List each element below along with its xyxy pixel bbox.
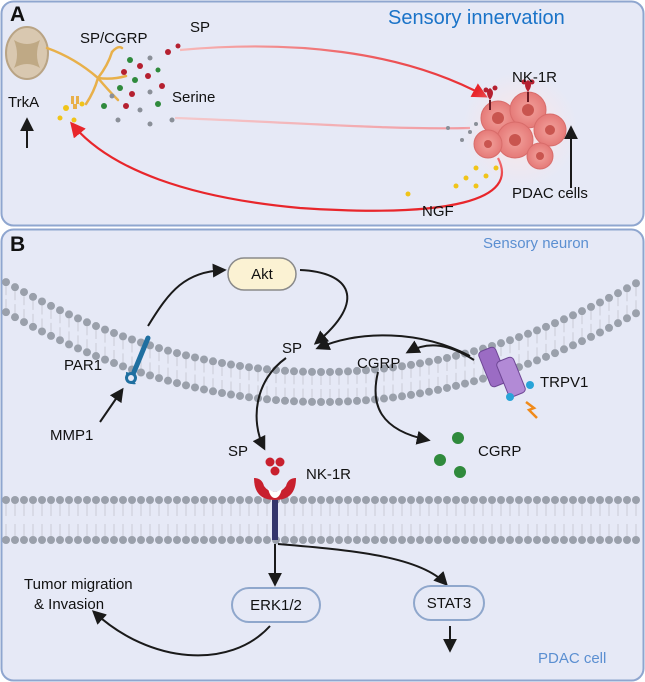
sp-cgrp-label: SP/CGRP (80, 30, 148, 47)
panel-b-frame (0, 228, 645, 682)
cgrp-inner-label: CGRP (357, 355, 401, 372)
nk1r-to-stat3-arrow (277, 543, 448, 587)
nk1r-receptor-icon (254, 478, 296, 540)
nk1r-label-b: NK-1R (306, 466, 352, 483)
trpv1-channel-icon (478, 346, 538, 419)
serine-label: Serine (172, 89, 216, 106)
mmp1-label: MMP1 (50, 427, 94, 444)
cgrp-released-label: CGRP (478, 443, 522, 460)
stat3-label: STAT3 (426, 594, 472, 612)
trka-receptor-icon (71, 96, 79, 109)
nk1r-label-a: NK-1R (512, 69, 558, 86)
par1-to-akt-arrow (147, 263, 227, 327)
sp-label-a: SP (190, 19, 211, 36)
cgrp-release-arrow (374, 371, 431, 445)
serine-arrow-to-tumor (174, 116, 471, 130)
invasion-label: & Invasion (34, 596, 105, 613)
erk-to-tumor-arrow (91, 610, 271, 657)
cgrp-granules (434, 432, 466, 478)
ngf-arrow-to-nerve (70, 121, 504, 212)
pdac-cell-cluster (405, 72, 578, 197)
sp-lower-label: SP (228, 443, 249, 460)
neurotransmitter-granules (57, 43, 181, 127)
akt-to-sp-arrow (299, 269, 349, 345)
sensory-neuron-label: Sensory neuron (483, 235, 589, 252)
trka-label: TrkA (8, 94, 40, 111)
erk-label: ERK1/2 (250, 596, 302, 614)
par1-receptor-icon (125, 335, 151, 385)
panel-a-letter: A (10, 3, 26, 26)
akt-label: Akt (251, 265, 273, 283)
trpv1-to-cgrp-arrow (405, 340, 475, 361)
erk-box (231, 587, 321, 623)
par1-label: PAR1 (64, 357, 103, 374)
trpv1-label: TRPV1 (540, 374, 589, 391)
pdac-cell-label: PDAC cell (538, 650, 607, 667)
nerve-fiber (45, 45, 128, 106)
sp-granules (265, 457, 285, 476)
panel-a-title: Sensory innervation (388, 7, 565, 29)
mmp1-to-par1-arrow (99, 387, 124, 423)
ngf-label: NGF (422, 203, 454, 220)
sp-upper-label: SP (282, 340, 303, 357)
akt-box (227, 257, 297, 291)
panel-b-letter: B (10, 233, 26, 256)
pdac-cells-label: PDAC cells (512, 185, 588, 202)
sp-arrow-to-tumor (179, 45, 488, 98)
sp-to-nk1r-arrow (252, 357, 287, 451)
tumor-migration-label: Tumor migration (24, 576, 133, 593)
spinal-cord-icon (5, 26, 49, 80)
stat3-box (413, 585, 485, 621)
